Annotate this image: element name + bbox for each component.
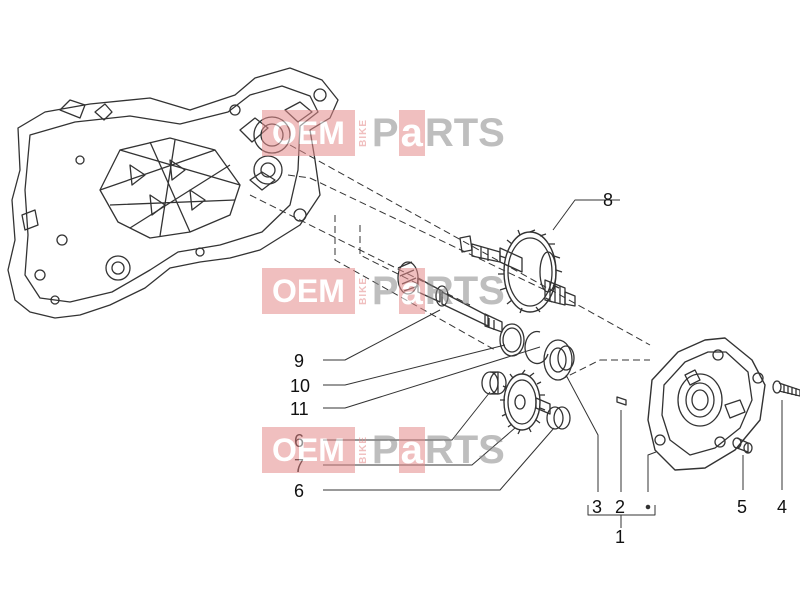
callout-5: 5 [737,497,747,517]
callout-7: 7 [294,456,304,476]
gear-cover [647,337,766,471]
part-3-bearing [543,339,575,381]
callout-11: 11 [290,399,309,419]
part-7-intermediate-gear [500,369,551,435]
callout-1: 1 [615,527,625,547]
part-10-ring [499,323,525,357]
part-2-dowel-pin [616,396,627,406]
part-8-shaft-gear [459,229,576,314]
callout-6-upper: 6 [294,431,304,451]
part-5-dowel [732,437,753,454]
alignment-lines [249,144,651,381]
callout-10: 10 [290,376,310,396]
callout-6-lower: 6 [294,481,304,501]
callout-2: 2 [615,497,625,517]
part-4-screw [772,380,800,397]
part-6-bushing-lower [546,406,571,430]
callout-4: 4 [777,497,787,517]
part-11-snap-ring [524,330,549,365]
part-9-pinion-shaft [397,261,503,333]
callout-3: 3 [592,497,602,517]
callout-8: 8 [603,190,613,210]
part-6-bushing-upper [481,371,507,395]
leader-lines [323,199,783,528]
callout-9: 9 [294,351,304,371]
crankcase-housing [7,67,339,319]
